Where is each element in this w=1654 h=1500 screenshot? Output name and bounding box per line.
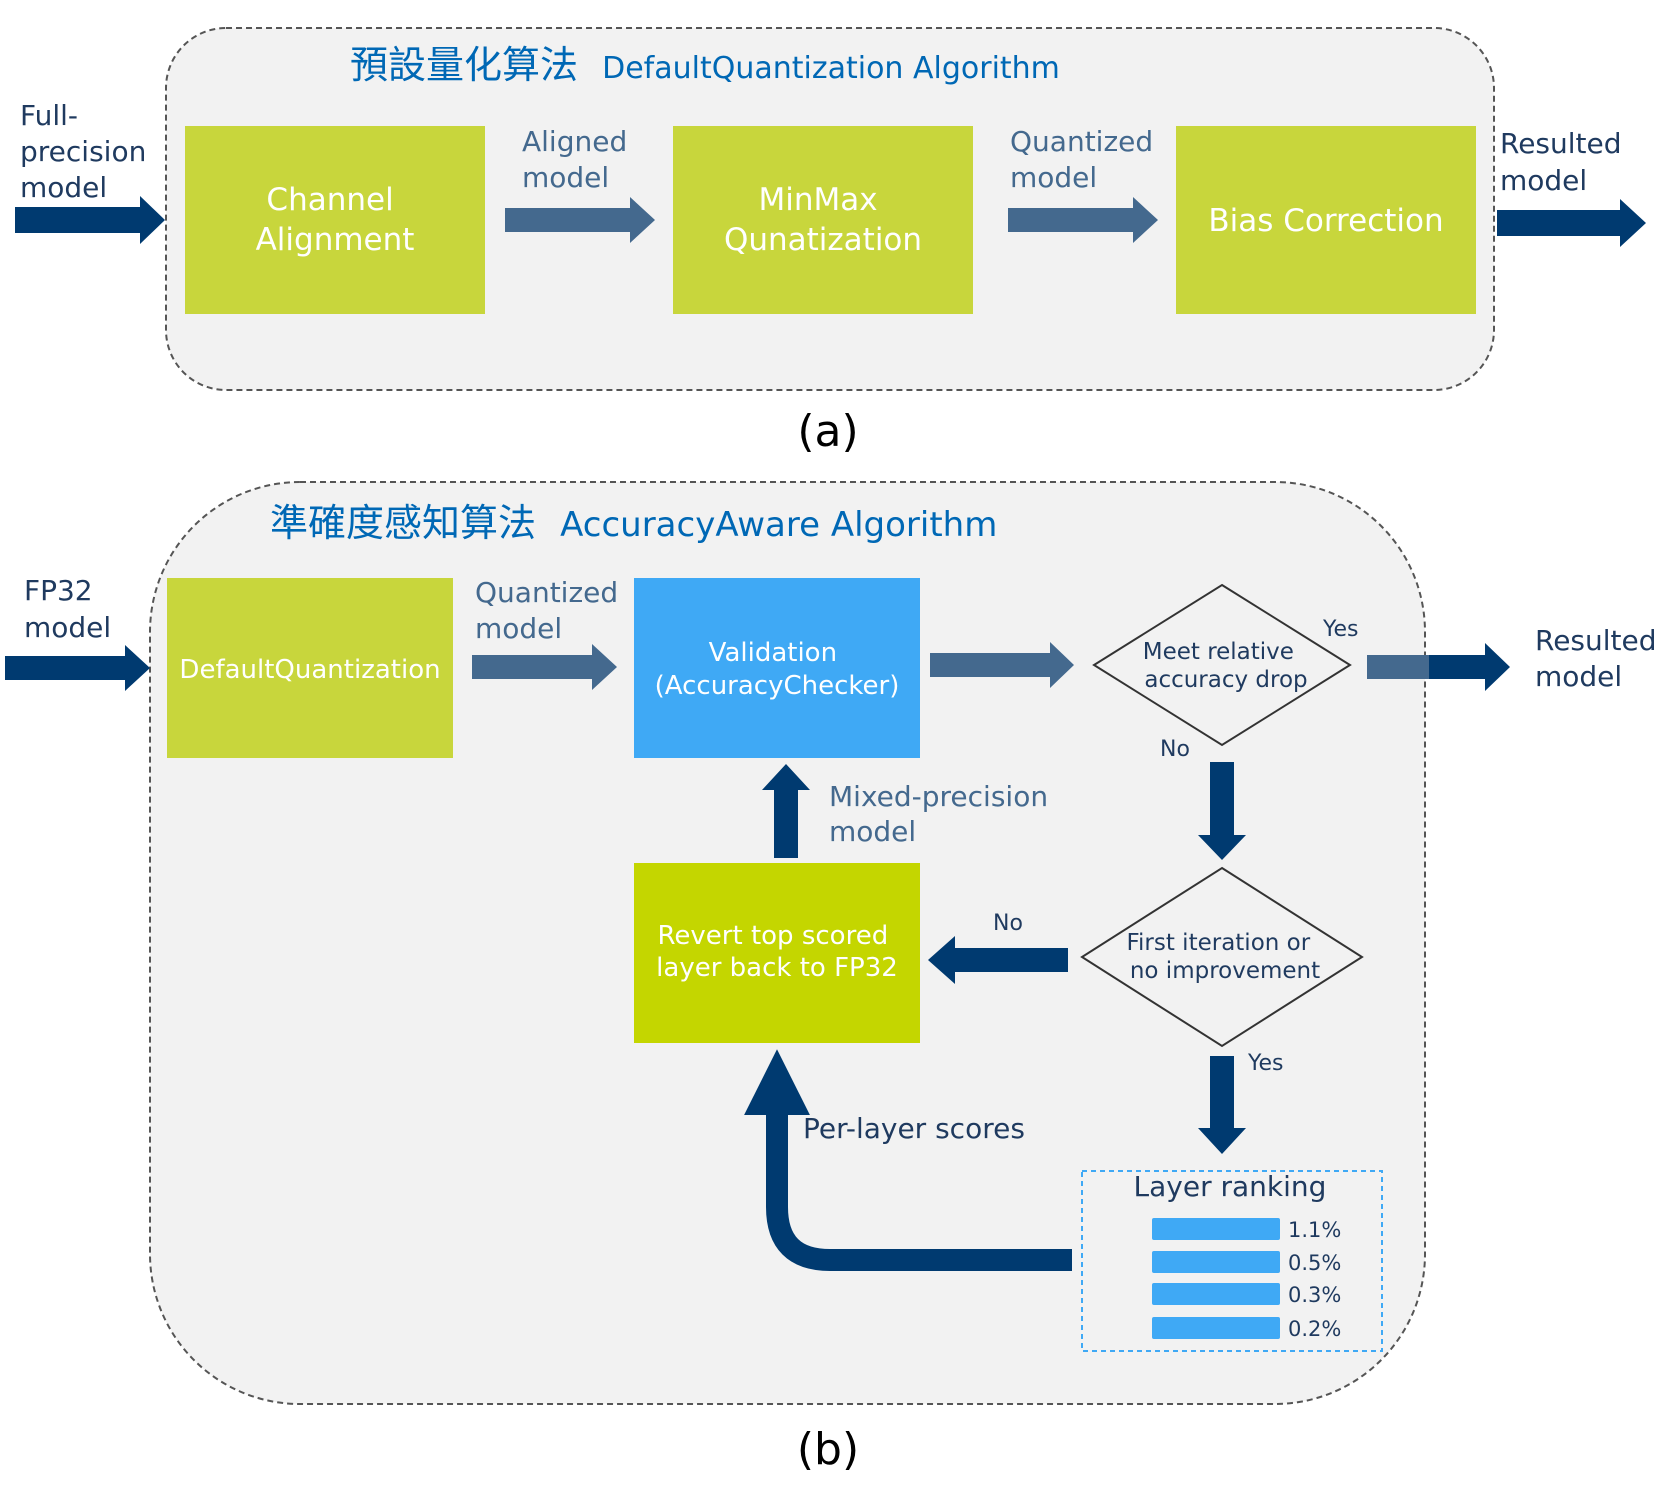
revert-box bbox=[634, 863, 920, 1043]
caption-a: (a) bbox=[797, 406, 858, 457]
no-left-arrow bbox=[928, 936, 1068, 984]
ranking-score-3: 0.3% bbox=[1288, 1283, 1341, 1307]
minmax-box bbox=[673, 126, 973, 314]
no-mid-label: No bbox=[993, 911, 1023, 936]
default-quantization-box bbox=[167, 578, 453, 758]
first-iter-decision bbox=[1080, 866, 1364, 1048]
yes-top-label: Yes bbox=[1322, 617, 1359, 642]
yes-down-arrow bbox=[1198, 1056, 1246, 1154]
ranking-score-4: 0.2% bbox=[1288, 1317, 1341, 1341]
panel-b-title-en: AccuracyAware Algorithm bbox=[560, 505, 997, 545]
panel-b-input-label: FP32 model bbox=[24, 574, 111, 644]
per-layer-scores-arrow bbox=[744, 1049, 1072, 1271]
meet-drop-label: Meet relative accuracy drop bbox=[1143, 639, 1308, 693]
layer-ranking-title: Layer ranking bbox=[1134, 1170, 1327, 1203]
panel-a-title-en: DefaultQuantization Algorithm bbox=[602, 51, 1060, 86]
minmax-label: MinMax Qunatization bbox=[724, 182, 922, 258]
panel-a-title: 預設量化算法 DefaultQuantization Algorithm bbox=[350, 43, 1060, 87]
meet-drop-decision bbox=[1092, 583, 1352, 747]
bias-correction-label: Bias Correction bbox=[1208, 203, 1443, 239]
first-iter-label: First iteration or no improvement bbox=[1126, 930, 1320, 984]
channel-alignment-label: Channel Alignment bbox=[256, 182, 415, 258]
panel-b-title: 準確度感知算法 AccuracyAware Algorithm bbox=[270, 501, 997, 545]
channel-alignment-box bbox=[185, 126, 485, 314]
layer-ranking-box bbox=[1081, 1170, 1383, 1352]
quantized-model-label-a: Quantized model bbox=[1010, 125, 1162, 194]
ranking-bar-2 bbox=[1152, 1251, 1280, 1273]
panel-a-title-cjk: 預設量化算法 bbox=[350, 43, 578, 87]
ranking-score-2: 0.5% bbox=[1288, 1251, 1341, 1275]
ranking-bar-1 bbox=[1152, 1218, 1280, 1240]
no-down-arrow bbox=[1198, 762, 1246, 860]
default-quantization-label: DefaultQuantization bbox=[179, 655, 440, 685]
panel-b-input-arrow bbox=[5, 645, 150, 691]
quantized-model-arrow-a bbox=[1008, 197, 1158, 243]
ranking-score-1: 1.1% bbox=[1288, 1218, 1341, 1242]
aligned-model-arrow bbox=[505, 197, 655, 243]
panel-b-title-cjk: 準確度感知算法 bbox=[270, 501, 536, 545]
per-layer-scores-label: Per-layer scores bbox=[803, 1112, 1025, 1145]
caption-b: (b) bbox=[797, 1424, 859, 1475]
validation-label: Validation (AccuracyChecker) bbox=[655, 638, 900, 701]
yes-mid-label: Yes bbox=[1247, 1051, 1284, 1076]
quantized-model-arrow-b bbox=[472, 644, 617, 690]
validation-to-decision-arrow bbox=[930, 642, 1074, 688]
panel-a-output-label: Resulted model bbox=[1500, 127, 1630, 197]
ranking-bar-3 bbox=[1152, 1283, 1280, 1305]
panel-a-input-label: Full- precision model bbox=[20, 99, 155, 204]
ranking-bars bbox=[1152, 1218, 1280, 1339]
quantized-model-label-b: Quantized model bbox=[475, 576, 627, 645]
revert-label: Revert top scored layer back to FP32 bbox=[656, 921, 898, 983]
mixed-precision-up-arrow bbox=[762, 764, 810, 858]
validation-box bbox=[634, 578, 920, 758]
panel-b-output-arrow-tail bbox=[1367, 655, 1429, 679]
bias-correction-box bbox=[1176, 126, 1476, 314]
panel-a-input-arrow bbox=[15, 196, 165, 244]
panel-a-output-arrow bbox=[1497, 199, 1646, 247]
mixed-precision-label: Mixed-precision model bbox=[829, 780, 1057, 848]
aligned-model-label: Aligned model bbox=[522, 125, 636, 194]
no-top-label: No bbox=[1160, 737, 1190, 762]
ranking-bar-4 bbox=[1152, 1317, 1280, 1339]
panel-b-output-label: Resulted model bbox=[1535, 624, 1654, 693]
